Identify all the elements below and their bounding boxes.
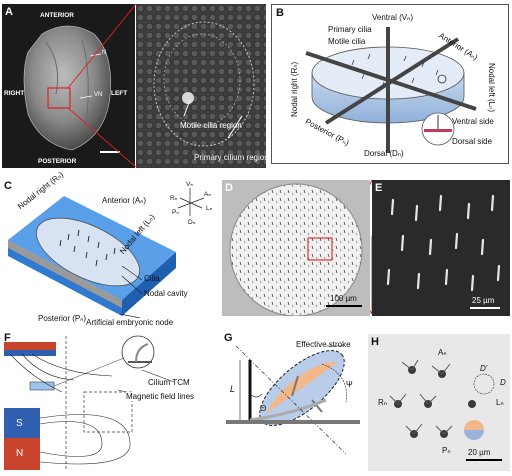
axis-vn: Vₙ — [186, 181, 193, 188]
effective-stroke-label: Effective stroke — [296, 340, 351, 349]
dorsal-label-b: Dorsal (Dₙ) — [364, 149, 404, 158]
nodal-left-label-b: Nodal left (Lₙ) — [487, 63, 496, 112]
cilia-sem-image — [372, 180, 510, 316]
zoom-box-d — [307, 237, 333, 261]
panel-a-zoom-sem: Motile cilia region Primary cilium regio… — [136, 4, 266, 168]
axis-an: Aₙ — [204, 191, 211, 198]
scale-label-d: 100 µm — [330, 294, 357, 303]
theta-label: Θ — [260, 404, 267, 413]
zoom-region-box — [47, 87, 71, 109]
cilia-trajectory-image — [368, 334, 510, 471]
panel-a-sem: A ANTERIOR POSTERIOR RIGHT LEFT VN N — [2, 4, 135, 168]
panel-f-magnet: F Cilium TCM Magnetic field lines S N — [2, 332, 220, 471]
ventral-side-label: Ventral side — [452, 117, 494, 126]
panel-d-letter: D — [225, 182, 233, 194]
left-right-axis — [305, 51, 477, 111]
panel-c-letter: C — [4, 180, 12, 192]
d-label: D — [500, 378, 506, 387]
motile-cilia-label: Motile cilia — [328, 37, 366, 46]
anterior-label-c: Anterior (Aₙ) — [102, 196, 147, 205]
axis-dn: Dₙ — [188, 219, 196, 226]
artificial-node-diagram — [8, 188, 205, 319]
axis-ln: Lₙ — [206, 205, 213, 212]
node-axes-diagram — [305, 27, 477, 153]
embryo-sem-image — [2, 4, 135, 168]
panel-c-artificial-node: C Anterior (Aₙ) Nodal right (Rₙ) Nodal l… — [2, 170, 220, 330]
primary-cilium-region-label: Primary cilium region — [194, 153, 266, 162]
left-label: LEFT — [111, 90, 128, 97]
panel-g-stroke: G Effective stroke L Θ Ψ — [222, 332, 366, 471]
cilium-stroke-diagram — [226, 345, 360, 455]
panel-b-letter: B — [276, 7, 284, 19]
panel-d-microscopy: D 100 µm — [222, 180, 370, 316]
pole-s-label: S — [16, 418, 23, 429]
ventral-label: Ventral (Vₙ) — [372, 13, 413, 22]
pole-n-label: N — [16, 448, 24, 459]
length-label: L — [230, 384, 236, 394]
psi-label: Ψ — [346, 380, 353, 389]
rn-label-h: Rₙ — [378, 398, 387, 407]
primary-cilia-label: Primary cilia — [328, 25, 372, 34]
panel-e-letter: E — [375, 182, 383, 194]
nodal-right-label-b: Nodal right (Rₙ) — [290, 61, 299, 117]
d-prime-label: D′ — [480, 364, 488, 373]
dorsal-side-label: Dorsal side — [452, 137, 493, 146]
cilia-label-c: Cilia — [144, 274, 160, 283]
artificial-node-top-view-image — [222, 180, 370, 316]
nodal-cavity-label: Nodal cavity — [144, 289, 188, 298]
scale-label-e: 25 µm — [472, 296, 495, 305]
panel-h-letter: H — [371, 336, 379, 348]
artificial-node-label: Artificial embryonic node — [86, 318, 174, 327]
panel-f-letter: F — [4, 332, 11, 344]
motile-cilia-region-label: Motile cilia region — [180, 121, 242, 130]
an-label-h: Aₙ — [438, 348, 447, 357]
right-label: RIGHT — [4, 90, 25, 97]
posterior-label: POSTERIOR — [38, 158, 77, 165]
vn-mark: VN — [94, 92, 103, 98]
primary-cilium-region-outline — [153, 21, 255, 147]
axis-rn: Rₙ — [170, 195, 178, 202]
node-closeup-image — [136, 4, 266, 168]
panel-b-schematic: B Primary cilia Motile cilia Ventral (Vₙ… — [271, 4, 509, 164]
ln-label-h: Lₙ — [496, 398, 504, 407]
magnet-field-diagram — [4, 335, 175, 470]
anterior-label: ANTERIOR — [40, 12, 74, 19]
motile-cilia-region-outline — [163, 33, 241, 127]
cilium-tcm-label: Cilium TCM — [148, 378, 190, 387]
posterior-label-c: Posterior (Pₙ) — [38, 314, 87, 323]
pn-label-h: Pₙ — [442, 446, 451, 455]
panel-h-microscopy: H Aₙ Rₙ Lₙ Pₙ D′ D 20 µm — [368, 334, 510, 471]
panel-g-letter: G — [224, 332, 233, 344]
field-lines-label: Magnetic field lines — [126, 392, 195, 401]
panel-e-sem: E 25 µm — [372, 180, 510, 316]
scale-label-h: 20 µm — [468, 448, 491, 457]
panel-a-letter: A — [5, 6, 13, 18]
pn-mark: N — [102, 50, 107, 56]
axis-pn: Pₙ — [172, 209, 179, 216]
